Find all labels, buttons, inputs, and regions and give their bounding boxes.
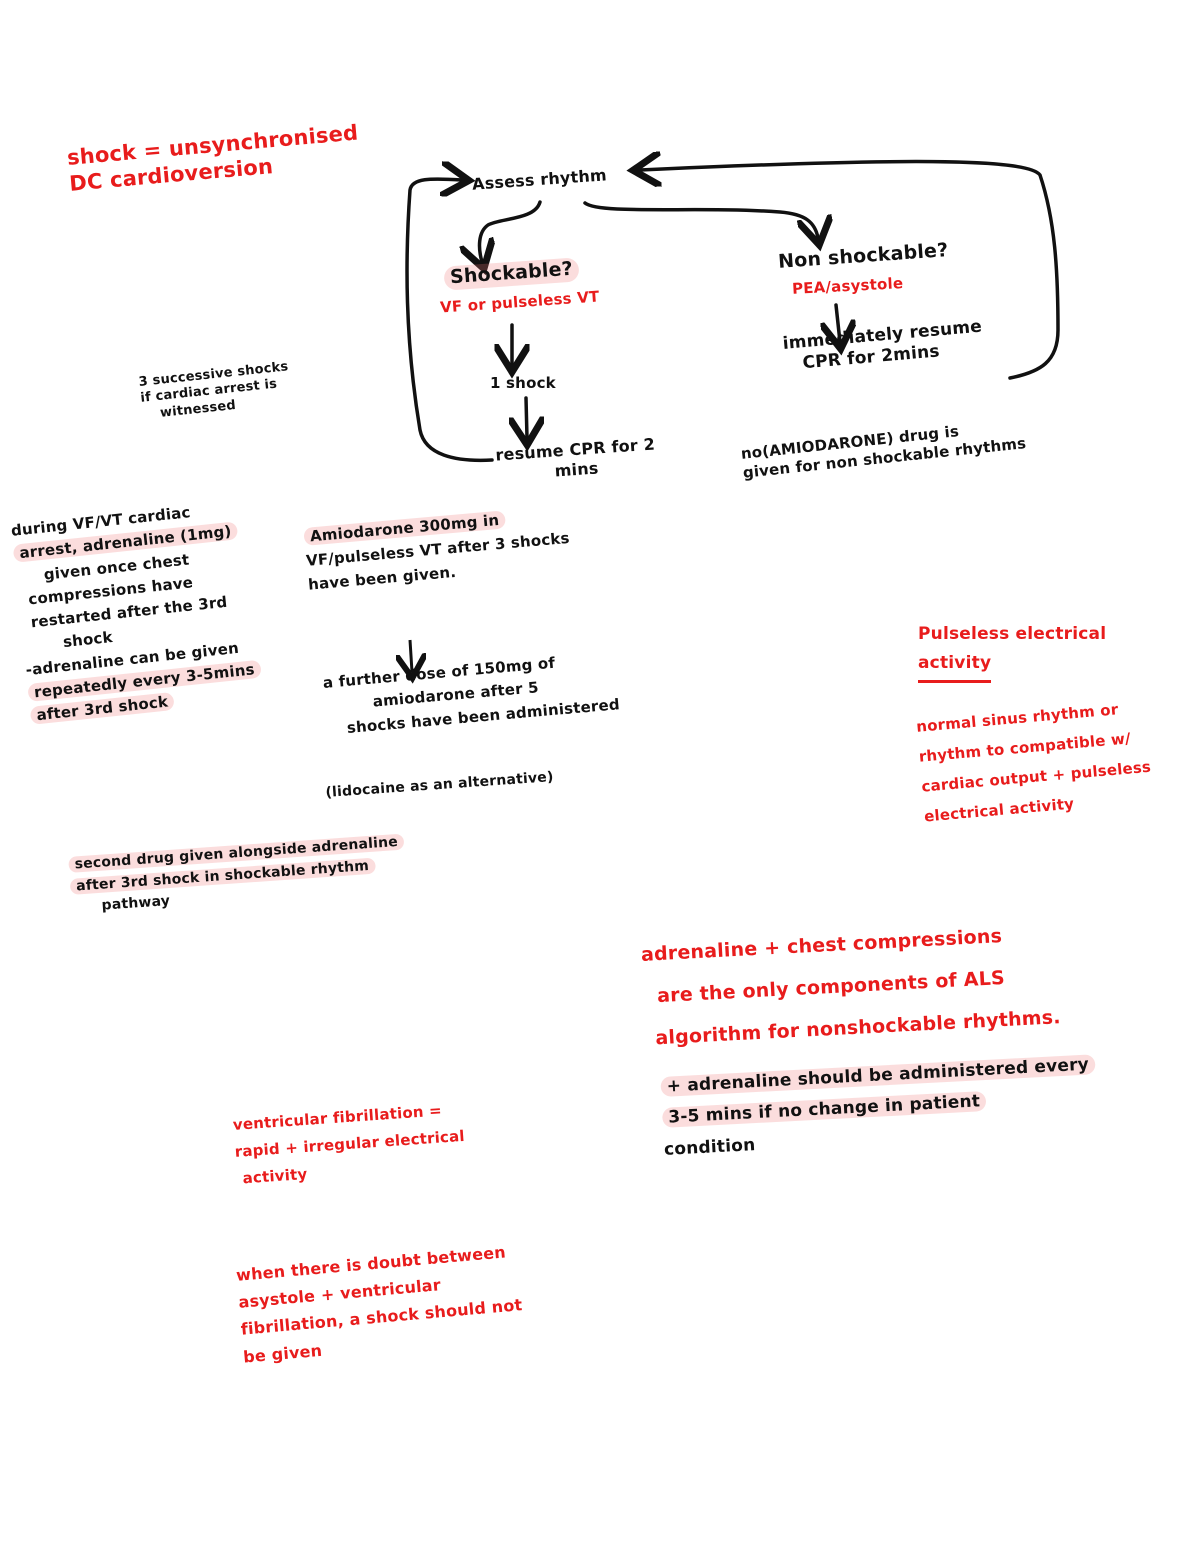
arrow-assess-to-shockable	[480, 200, 542, 262]
note-pea-title-line: Pulseless electrical	[918, 624, 1107, 644]
note-pea-title-line: activity	[918, 649, 992, 683]
note-vf-definition: ventricular fibrillation = rapid + irreg…	[232, 1096, 467, 1193]
arrow-nonshockable-to-cpr	[836, 303, 840, 342]
note-pea-definition: normal sinus rhythm or rhythm to compati…	[915, 692, 1155, 832]
arrow-amiodarone-further-dose	[410, 639, 412, 672]
arrow-cpr-loop-right	[640, 162, 1060, 380]
flow-one-shock: 1 shock	[490, 374, 556, 392]
note-pea-title: Pulseless electrical activity	[918, 620, 1106, 683]
arrow-assess-to-nonshockable	[583, 201, 818, 238]
note-adrenaline-chest-compressions: adrenaline + chest compressions are the …	[640, 913, 1062, 1060]
arrow-cpr-loop-left	[405, 179, 494, 463]
arrow-shock-to-cpr	[526, 396, 527, 438]
